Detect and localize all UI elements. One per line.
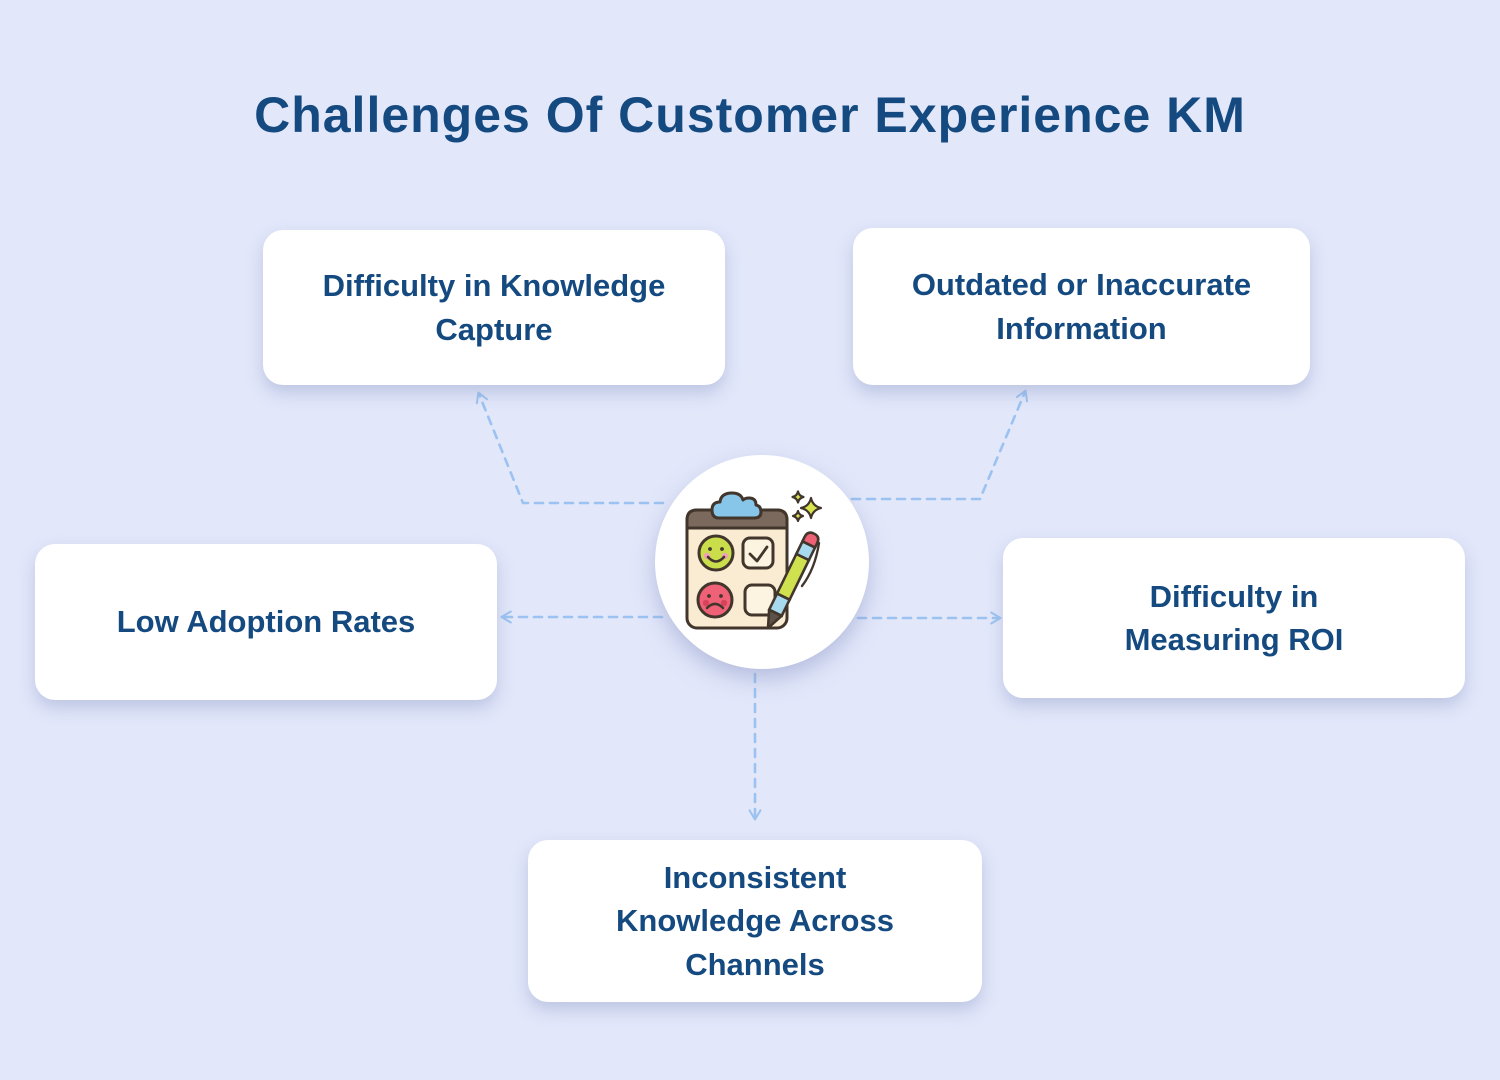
node-label: Low Adoption Rates	[116, 604, 416, 640]
node-card-outdated-inaccurate-information: Outdated or Inaccurate Information	[853, 228, 1310, 385]
node-label: Difficulty in Measuring ROI	[1124, 578, 1344, 657]
smiley-face-icon	[697, 534, 735, 572]
cloud-icon	[710, 491, 763, 520]
pen-icon	[766, 531, 820, 630]
node-card-difficulty-knowledge-capture: Difficulty in Knowledge Capture	[263, 230, 725, 385]
sparkles-icon	[791, 490, 823, 523]
node-card-difficulty-measuring-roi: Difficulty in Measuring ROI	[1003, 538, 1465, 698]
connector-top-right	[850, 389, 1029, 501]
center-icon-circle	[655, 455, 869, 669]
checkbox-checked-icon	[741, 536, 775, 570]
node-card-inconsistent-knowledge-channels: Inconsistent Knowledge Across Channels	[528, 840, 982, 1002]
node-card-low-adoption-rates: Low Adoption Rates	[35, 544, 497, 700]
feedback-clipboard-icon	[685, 490, 823, 630]
node-label: Outdated or Inaccurate Information	[911, 267, 1252, 346]
node-label: Difficulty in Knowledge Capture	[322, 268, 666, 347]
page-title: Challenges Of Customer Experience KM	[254, 87, 1246, 143]
sad-face-icon	[696, 581, 734, 619]
node-label: Inconsistent Knowledge Across Channels	[616, 859, 894, 982]
pen-swoosh-line	[800, 541, 821, 588]
connector-top-left	[475, 391, 665, 505]
